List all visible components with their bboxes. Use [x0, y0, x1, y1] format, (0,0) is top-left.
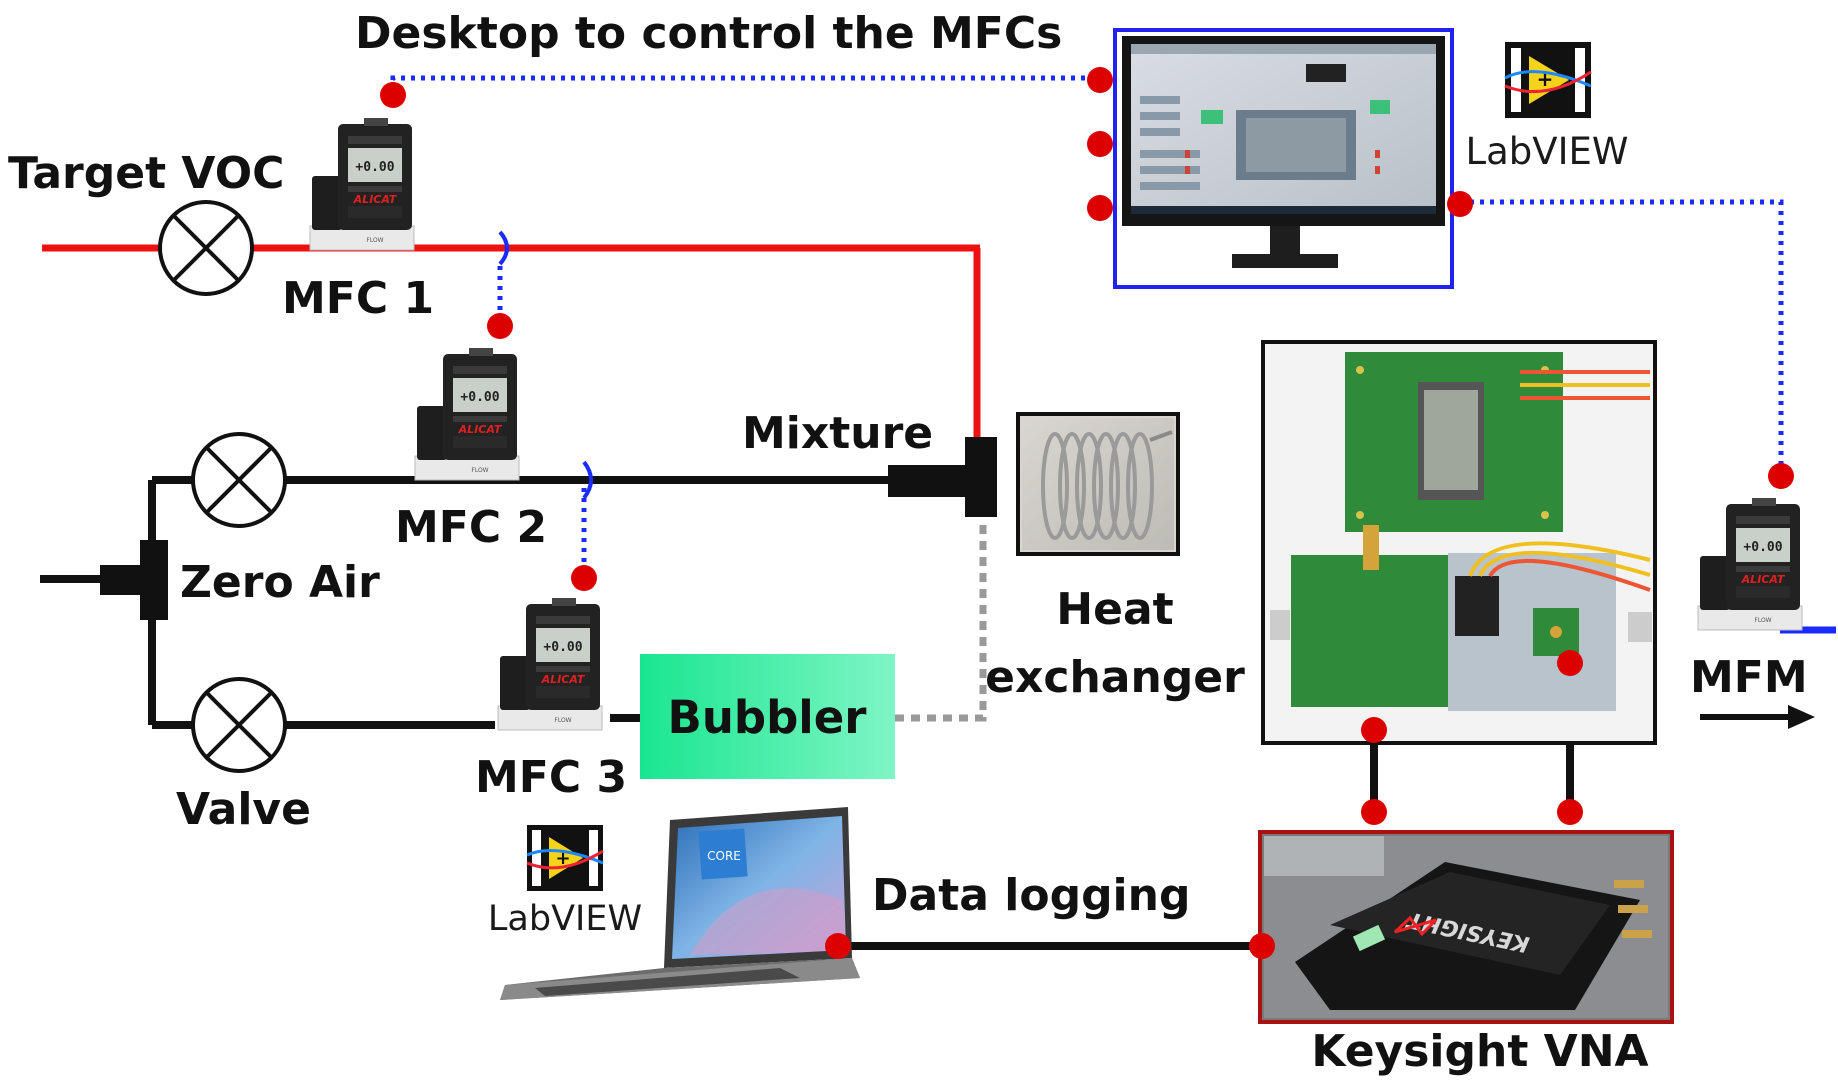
- labview-top-label: LabVIEW: [1466, 130, 1629, 173]
- exchanger-label: exchanger: [985, 652, 1245, 703]
- bubbler-return-line: [895, 520, 987, 722]
- svg-text:+0.00: +0.00: [355, 160, 394, 175]
- heat-exchanger[interactable]: [1016, 412, 1180, 556]
- labview-bottom-label: LabVIEW: [488, 899, 642, 939]
- bubbler-box[interactable]: [640, 654, 895, 779]
- connector-dots: [380, 67, 1794, 959]
- mfc2-label: MFC 2: [395, 502, 547, 553]
- flow-arrow-icon: [1700, 705, 1815, 729]
- labview-icon: +: [526, 825, 604, 891]
- mfc3-label: MFC 3: [475, 752, 627, 803]
- valve-icon[interactable]: [191, 432, 287, 528]
- svg-text:FLOW: FLOW: [366, 237, 383, 244]
- svg-text:FLOW: FLOW: [471, 467, 488, 474]
- heat-label: Heat: [1056, 584, 1173, 635]
- mixture-label: Mixture: [742, 408, 933, 459]
- desktop-title-label: Desktop to control the MFCs: [355, 8, 1062, 59]
- mfc-3[interactable]: +0.00 ALICAT FLOW: [497, 597, 603, 731]
- mfc1-label: MFC 1: [282, 273, 434, 324]
- svg-text:+0.00: +0.00: [460, 390, 499, 405]
- svg-text:CORE: CORE: [707, 849, 741, 863]
- keysight-vna[interactable]: KEYSIGHT: [1258, 830, 1674, 1024]
- mfc3-crossover-hop: [582, 460, 593, 500]
- sensor-board-photo: [1261, 340, 1657, 745]
- mfc-1[interactable]: +0.00 ALICAT FLOW: [309, 117, 415, 251]
- svg-text:+0.00: +0.00: [1743, 540, 1782, 555]
- svg-text:ALICAT: ALICAT: [353, 193, 398, 206]
- mfc-2[interactable]: +0.00 ALICAT FLOW: [414, 347, 520, 481]
- target-voc-label: Target VOC: [8, 148, 284, 199]
- svg-text:ALICAT: ALICAT: [541, 673, 586, 686]
- mfm-label: MFM: [1690, 652, 1808, 703]
- mfm[interactable]: +0.00 ALICAT FLOW: [1697, 497, 1803, 631]
- bubbler-label: Bubbler: [668, 691, 868, 744]
- valve-icon[interactable]: [158, 200, 254, 296]
- valve-icon[interactable]: [191, 677, 287, 773]
- svg-text:FLOW: FLOW: [1754, 617, 1771, 624]
- svg-text:ALICAT: ALICAT: [458, 423, 503, 436]
- svg-text:+0.00: +0.00: [543, 640, 582, 655]
- laptop[interactable]: CORE: [500, 807, 860, 1000]
- svg-text:ALICAT: ALICAT: [1741, 573, 1786, 586]
- keysight-vna-label: Keysight VNA: [1311, 1026, 1648, 1077]
- data-logging-label: Data logging: [872, 870, 1190, 921]
- zero-air-inlet: [100, 565, 145, 595]
- labview-icon: +: [1504, 42, 1592, 118]
- mfc-control-links: [390, 75, 1784, 572]
- svg-text:FLOW: FLOW: [554, 717, 571, 724]
- zero-air-label: Zero Air: [180, 557, 380, 608]
- mixture-junction: [888, 437, 997, 517]
- valve-label: Valve: [176, 784, 311, 835]
- desktop-monitor[interactable]: [1113, 28, 1454, 289]
- mfc2-crossover-hop: [498, 230, 509, 266]
